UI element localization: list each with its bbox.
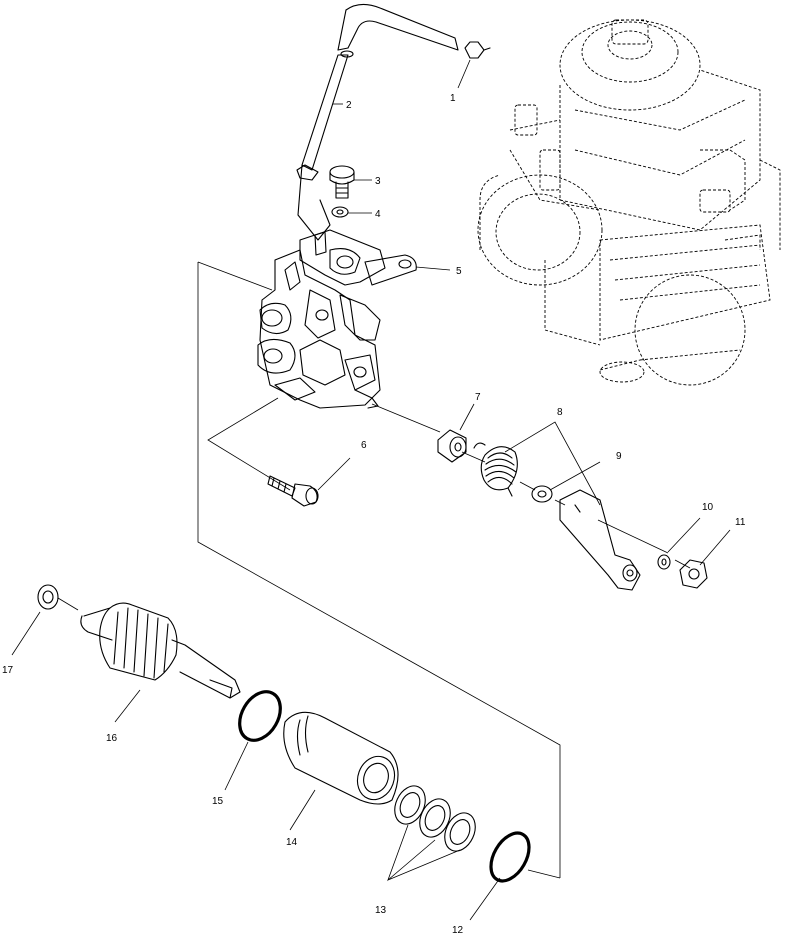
pump-housing [257,229,417,409]
nut-11 [679,559,708,589]
carburetor-assembly [477,19,781,386]
callout-14: 14 [286,837,298,848]
o-ring-15 [238,690,282,742]
callout-11: 11 [735,517,746,528]
callout-16: 16 [106,733,118,744]
shaft-leader-line [371,403,691,569]
throttle-lever [559,489,641,591]
screw-leader-bracket [207,397,291,491]
assembly-outline-frame [197,261,561,878]
spring-8 [473,442,518,497]
washer-10 [657,554,671,570]
fuel-hose [297,3,459,241]
callout-2: 2 [346,100,352,111]
sleeve-14 [283,711,399,805]
hose-clamp-lower [296,164,319,181]
washers-13 [394,785,476,852]
callout-10: 10 [702,502,714,513]
gear-shaft-16 [80,602,241,699]
callout-7: 7 [475,392,481,403]
callout-1: 1 [450,93,456,104]
screw-6 [267,475,319,507]
callout-13: 13 [375,905,387,916]
collar-7 [437,429,467,463]
hose-clamp-1 [464,41,491,59]
callout-8: 8 [557,407,563,418]
callout-labels: 1 2 3 4 5 6 7 8 9 10 11 12 13 14 15 16 1… [2,93,746,935]
callout-5: 5 [456,266,462,277]
callout-9: 9 [616,451,622,462]
callout-6: 6 [361,440,367,451]
o-ring-12 [489,831,561,883]
callout-15: 15 [212,796,224,807]
callout-4: 4 [375,209,381,220]
washer-4 [331,206,349,218]
washer-9 [531,485,553,503]
leader-lines [11,59,731,921]
washer-17 [37,584,79,611]
callout-17: 17 [2,665,14,676]
callout-3: 3 [375,176,381,187]
screw-3 [329,165,355,199]
callout-12: 12 [452,925,464,935]
